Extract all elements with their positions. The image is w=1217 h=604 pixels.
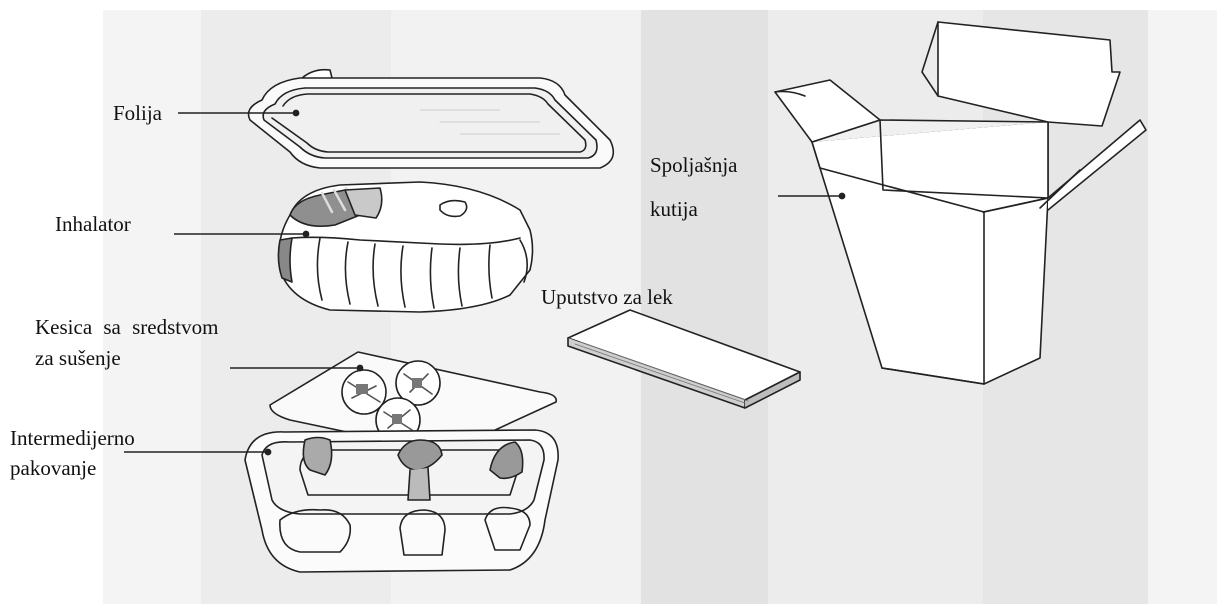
tray-leader-dot [265, 449, 270, 454]
label-tray-line2: pakovanje [10, 455, 96, 481]
desiccant-leader-dot [357, 365, 362, 370]
inhaler-drawing [278, 182, 532, 312]
label-box-line1: Spoljašnja [650, 152, 738, 178]
box-leader-dot [839, 193, 844, 198]
box-drawing [775, 22, 1146, 384]
label-tray-line1: Intermedijerno [10, 425, 135, 451]
label-box-line2: kutija [650, 196, 698, 222]
label-inhaler: Inhalator [55, 211, 131, 237]
foil-lid-drawing [249, 70, 614, 168]
label-foil: Folija [113, 100, 162, 126]
label-desiccant-line1: Kesica sa sredstvom [35, 314, 218, 340]
label-leaflet: Uputstvo za lek [541, 284, 673, 310]
leaflet-drawing [568, 310, 800, 408]
foil-leader-dot [293, 110, 298, 115]
tray-drawing [245, 430, 558, 572]
inhaler-leader-dot [303, 231, 308, 236]
label-desiccant-line2: za sušenje [35, 345, 121, 371]
